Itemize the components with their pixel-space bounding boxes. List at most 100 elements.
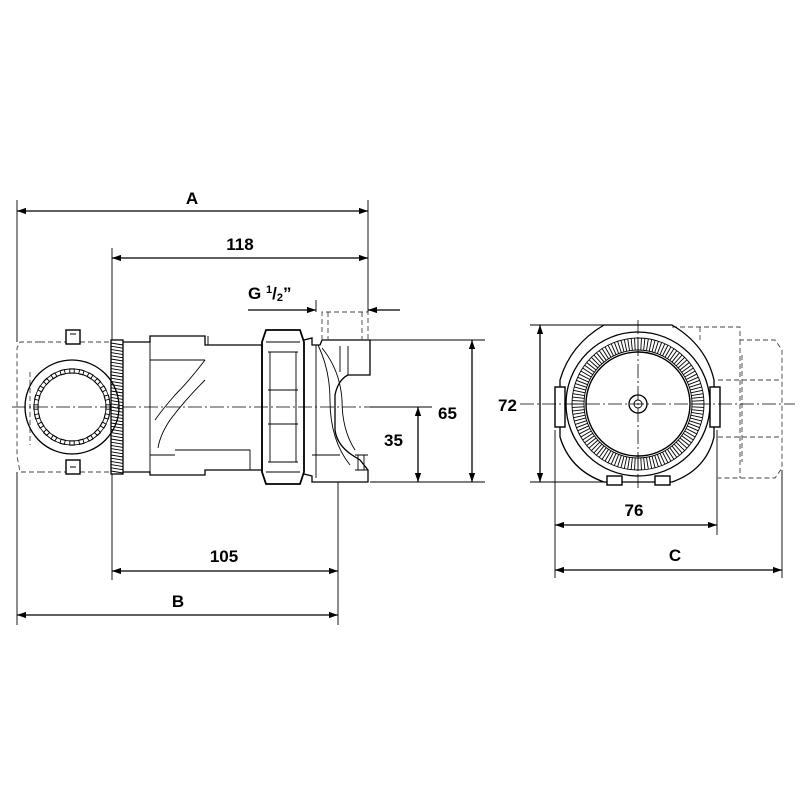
knurl-line: [110, 432, 124, 436]
dim-118-label: 118: [226, 235, 253, 254]
knurl-line: [659, 453, 666, 465]
knurl-line: [584, 364, 595, 373]
knurl-line: [110, 416, 124, 420]
knurl-line: [640, 338, 642, 351]
knob-tooth: [33, 394, 41, 401]
knurl-line: [586, 437, 597, 446]
knurl-line: [572, 393, 585, 396]
dim-c-label: C: [669, 546, 681, 565]
knurl-line: [601, 449, 609, 460]
knurl-line: [574, 417, 586, 422]
knurl-line: [110, 387, 124, 391]
knurl-line: [654, 341, 659, 353]
knurl-line: [598, 350, 607, 361]
knurl-line: [601, 348, 609, 359]
knurl-line: [604, 450, 612, 462]
knurl-line: [648, 456, 653, 469]
knurl-line: [690, 389, 703, 394]
knurl-line: [588, 439, 599, 449]
knurl-line: [573, 414, 586, 419]
side-view-dimensions: A 118 G 1/2” 65 35 105 B: [16, 189, 485, 625]
knurl-line: [110, 396, 124, 400]
knurl-line: [604, 346, 612, 358]
knurl-line: [110, 352, 124, 356]
knurl-line: [681, 435, 692, 444]
knurl-line: [110, 342, 124, 346]
knurl-line: [689, 420, 701, 425]
knurl-line: [671, 352, 680, 363]
knurl-line: [691, 393, 704, 396]
dim-72-label: 72: [498, 396, 517, 415]
knurl-line: [683, 433, 694, 441]
knurl-line: [673, 443, 683, 454]
knurl-line: [690, 386, 702, 391]
knurl-line: [576, 422, 588, 429]
knurl-line: [685, 428, 698, 435]
knurl-line: [689, 383, 701, 388]
knurl-line: [110, 444, 124, 448]
knob-tooth: [42, 377, 51, 386]
knurl-line: [610, 453, 617, 465]
knurl-line: [617, 455, 622, 467]
knob-tooth: [42, 428, 51, 437]
side-view-knob: [24, 329, 120, 475]
knurl-line: [662, 451, 669, 464]
knurl-line: [623, 456, 628, 469]
knurl-line: [691, 400, 704, 402]
knurl-line: [640, 457, 642, 470]
knurl-line: [110, 412, 124, 416]
knurl-line: [662, 344, 669, 357]
knob-tooth: [69, 440, 75, 446]
knob-tooth: [50, 434, 58, 442]
side-view: [12, 311, 392, 485]
knurl-line: [593, 354, 603, 365]
knurl-line: [634, 338, 636, 351]
knob-tooth: [37, 385, 45, 393]
front-view: [520, 320, 795, 490]
front-view-dimensions: 72 76 C: [498, 324, 783, 578]
knurl-line: [110, 454, 124, 458]
front-view-phantom-part: [672, 326, 783, 479]
knurl-line: [613, 342, 620, 354]
knurl-line: [588, 359, 599, 369]
knurl-line: [110, 371, 124, 375]
knob-tooth: [78, 368, 85, 376]
knurl-line: [690, 417, 702, 422]
knurl-line: [607, 451, 614, 464]
knurl-line: [110, 422, 124, 426]
knob-tooth: [103, 394, 111, 401]
knurl-line: [572, 406, 585, 408]
knurl-line: [580, 370, 592, 378]
knob-tooth: [99, 385, 107, 393]
knurl-line: [651, 340, 656, 352]
knurl-line: [110, 345, 124, 349]
knurl-line: [110, 435, 124, 439]
knurl-line: [593, 443, 603, 454]
knurl-line: [110, 457, 124, 461]
knurl-line: [681, 364, 692, 373]
knurl-line: [687, 376, 699, 383]
knurl-line: [691, 406, 704, 408]
knurl-line: [596, 352, 605, 363]
dim-35-label: 35: [384, 431, 403, 450]
dim-105-label: 105: [210, 547, 238, 566]
knurl-line: [582, 433, 593, 441]
side-view-elbow: [303, 337, 371, 483]
knurl-line: [664, 450, 672, 462]
knurl-line: [596, 445, 605, 456]
knurl-line: [669, 350, 678, 361]
knurl-line: [620, 456, 625, 468]
knurl-line: [110, 441, 124, 445]
knurl-line: [110, 419, 124, 423]
knurl-line: [110, 355, 124, 359]
knob-tooth: [93, 377, 102, 386]
knurl-line: [598, 447, 607, 458]
side-view-main-body: [123, 335, 263, 476]
knurl-line: [572, 412, 585, 415]
dim-65-label: 65: [438, 404, 457, 423]
knurl-line: [673, 354, 683, 365]
knob-tooth: [37, 421, 45, 429]
knurl-line: [572, 396, 585, 399]
knurl-line: [578, 373, 591, 380]
knurl-line: [573, 389, 586, 394]
